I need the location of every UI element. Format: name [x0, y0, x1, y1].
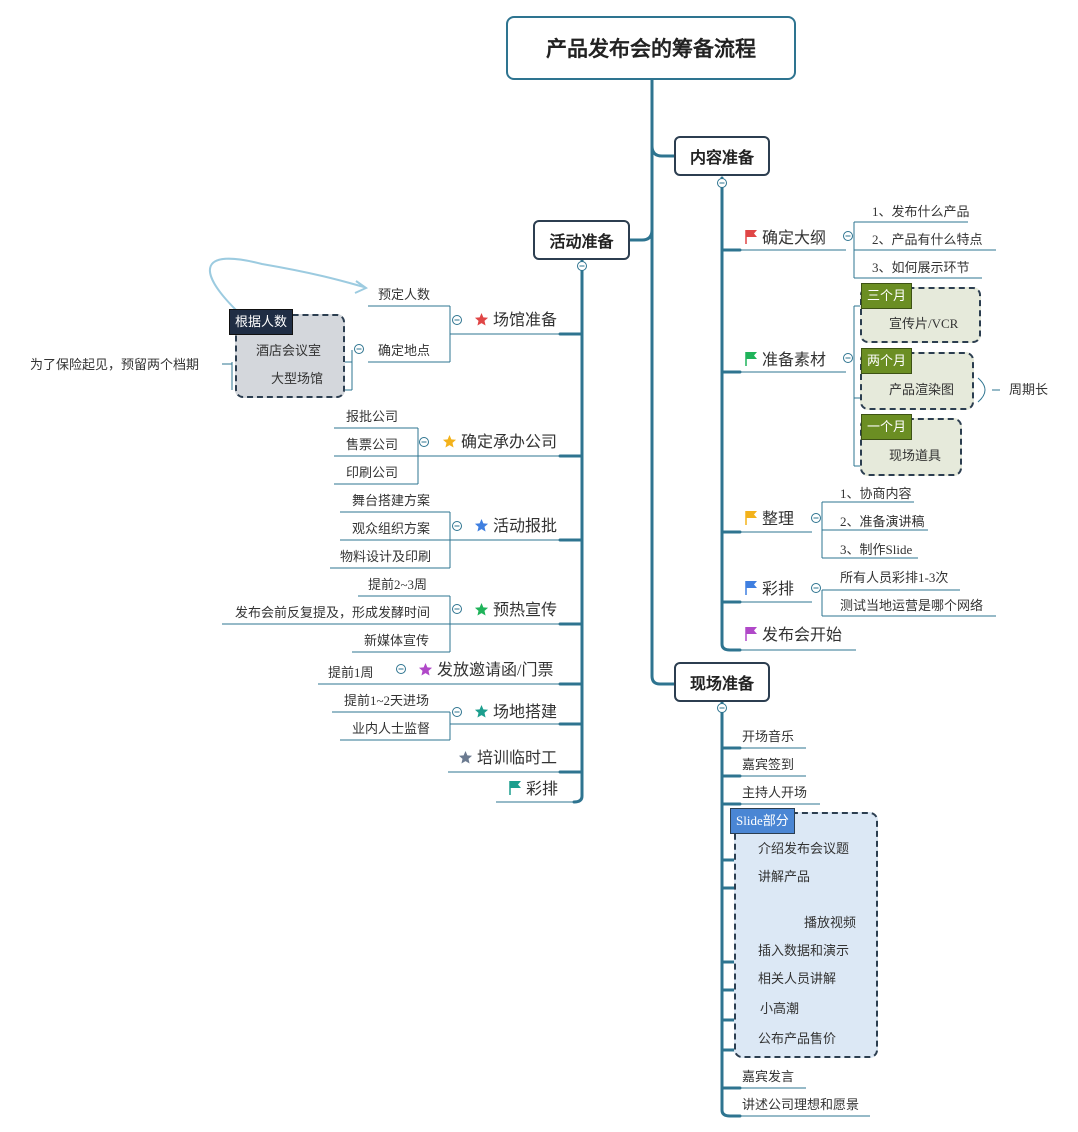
- topic-approval[interactable]: 活动报批: [474, 517, 557, 537]
- slide-explain-product[interactable]: 讲解产品: [758, 869, 811, 884]
- topic-approval-label: 活动报批: [493, 518, 558, 535]
- materials-note[interactable]: 周期长: [1009, 382, 1049, 397]
- approval-item-3[interactable]: 物料设计及印刷: [340, 549, 432, 564]
- topic-outline[interactable]: 确定大纲: [744, 229, 826, 249]
- topic-contractor-label: 确定承办公司: [461, 434, 558, 451]
- topic-promo[interactable]: 预热宣传: [474, 601, 557, 621]
- slide-play-video[interactable]: 播放视频: [804, 915, 857, 930]
- topic-launch[interactable]: 发布会开始: [744, 626, 842, 646]
- rehearsal-item-2[interactable]: 测试当地运营是哪个网络: [840, 598, 984, 613]
- topic-activity-prep[interactable]: 活动准备: [533, 220, 630, 260]
- materials-render[interactable]: 产品渲染图: [889, 382, 955, 397]
- onsite-host[interactable]: 主持人开场: [742, 785, 808, 800]
- onsite-guest-speech[interactable]: 嘉宾发言: [742, 1069, 795, 1084]
- purple-star-icon: [418, 662, 433, 676]
- contractor-item-3[interactable]: 印刷公司: [346, 465, 399, 480]
- topic-organize-label: 整理: [762, 511, 795, 528]
- organize-item-3[interactable]: 3、制作Slide: [840, 542, 913, 557]
- tag-three-months: 三个月: [861, 283, 913, 309]
- invite-item-1[interactable]: 提前1周: [328, 665, 374, 680]
- tag-two-months: 两个月: [861, 348, 913, 374]
- onsite-vision[interactable]: 讲述公司理想和愿景: [742, 1097, 860, 1112]
- outline-item-1[interactable]: 1、发布什么产品: [872, 204, 970, 219]
- topic-invite[interactable]: 发放邀请函/门票: [418, 661, 553, 681]
- topic-onsite-prep[interactable]: 现场准备: [674, 662, 770, 702]
- organize-item-1[interactable]: 1、协商内容: [840, 486, 912, 501]
- topic-venue[interactable]: 场馆准备: [474, 311, 557, 331]
- root-topic[interactable]: 产品发布会的筹备流程: [506, 16, 796, 80]
- green-flag-icon: [745, 352, 757, 366]
- orange-flag-icon: [745, 511, 757, 525]
- promo-item-2[interactable]: 发布会前反复提及，形成发酵时间: [235, 605, 431, 620]
- contractor-item-2[interactable]: 售票公司: [346, 437, 399, 452]
- venue-location[interactable]: 确定地点: [378, 343, 431, 358]
- outline-item-3[interactable]: 3、如何展示环节: [872, 260, 970, 275]
- topic-activity-rehearsal-label: 彩排: [526, 781, 559, 798]
- tag-slide-section: Slide部分: [730, 808, 795, 834]
- slide-staff-talk[interactable]: 相关人员讲解: [758, 971, 837, 986]
- venue-note[interactable]: 为了保险起见，预留两个档期: [30, 357, 200, 372]
- topic-training[interactable]: 培训临时工: [458, 749, 557, 769]
- slate-star-icon: [458, 750, 473, 764]
- rehearsal-item-1[interactable]: 所有人员彩排1-3次: [840, 570, 949, 585]
- topic-venue-label: 场馆准备: [493, 312, 558, 329]
- slide-price[interactable]: 公布产品售价: [758, 1031, 837, 1046]
- approval-item-1[interactable]: 舞台搭建方案: [352, 493, 431, 508]
- teal-star-icon: [474, 704, 489, 718]
- slide-data-demo[interactable]: 插入数据和演示: [758, 943, 850, 958]
- topic-promo-label: 预热宣传: [493, 602, 558, 619]
- setup-item-2[interactable]: 业内人士监督: [352, 721, 431, 736]
- topic-invite-label: 发放邀请函/门票: [437, 662, 554, 679]
- blue-flag-icon: [745, 581, 757, 595]
- materials-vcr[interactable]: 宣传片/VCR: [889, 316, 959, 331]
- teal-flag-icon: [509, 781, 521, 795]
- tag-by-headcount: 根据人数: [229, 309, 294, 335]
- orange-star-icon: [442, 434, 457, 448]
- topic-materials[interactable]: 准备素材: [744, 351, 826, 371]
- topic-materials-label: 准备素材: [762, 352, 827, 369]
- slide-intro-topic[interactable]: 介绍发布会议题: [758, 841, 850, 856]
- topic-activity-rehearsal[interactable]: 彩排: [508, 780, 558, 800]
- topic-contractor[interactable]: 确定承办公司: [442, 433, 557, 453]
- contractor-item-1[interactable]: 报批公司: [346, 409, 399, 424]
- organize-item-2[interactable]: 2、准备演讲稿: [840, 514, 925, 529]
- topic-organize[interactable]: 整理: [744, 510, 794, 530]
- topic-training-label: 培训临时工: [477, 750, 558, 767]
- topic-content-rehearsal[interactable]: 彩排: [744, 580, 794, 600]
- tag-one-month: 一个月: [861, 414, 913, 440]
- purple-flag-icon: [745, 627, 757, 641]
- venue-large[interactable]: 大型场馆: [271, 371, 324, 386]
- topic-outline-label: 确定大纲: [762, 230, 827, 247]
- red-star-icon: [474, 312, 489, 326]
- onsite-music[interactable]: 开场音乐: [742, 729, 795, 744]
- slide-boundary: [734, 812, 878, 1058]
- approval-item-2[interactable]: 观众组织方案: [352, 521, 431, 536]
- green-star-icon: [474, 602, 489, 616]
- red-flag-icon: [745, 230, 757, 244]
- slide-climax[interactable]: 小高潮: [760, 1001, 800, 1016]
- materials-props[interactable]: 现场道具: [889, 448, 942, 463]
- topic-setup[interactable]: 场地搭建: [474, 703, 557, 723]
- setup-item-1[interactable]: 提前1~2天进场: [344, 693, 430, 708]
- venue-headcount[interactable]: 预定人数: [378, 287, 431, 302]
- promo-item-1[interactable]: 提前2~3周: [368, 577, 428, 592]
- onsite-checkin[interactable]: 嘉宾签到: [742, 757, 795, 772]
- promo-item-3[interactable]: 新媒体宣传: [364, 633, 430, 648]
- outline-item-2[interactable]: 2、产品有什么特点: [872, 232, 983, 247]
- topic-content-rehearsal-label: 彩排: [762, 581, 795, 598]
- venue-hotel[interactable]: 酒店会议室: [256, 343, 322, 358]
- topic-content-prep[interactable]: 内容准备: [674, 136, 770, 176]
- blue-star-icon: [474, 518, 489, 532]
- topic-setup-label: 场地搭建: [493, 704, 558, 721]
- topic-launch-label: 发布会开始: [762, 627, 843, 644]
